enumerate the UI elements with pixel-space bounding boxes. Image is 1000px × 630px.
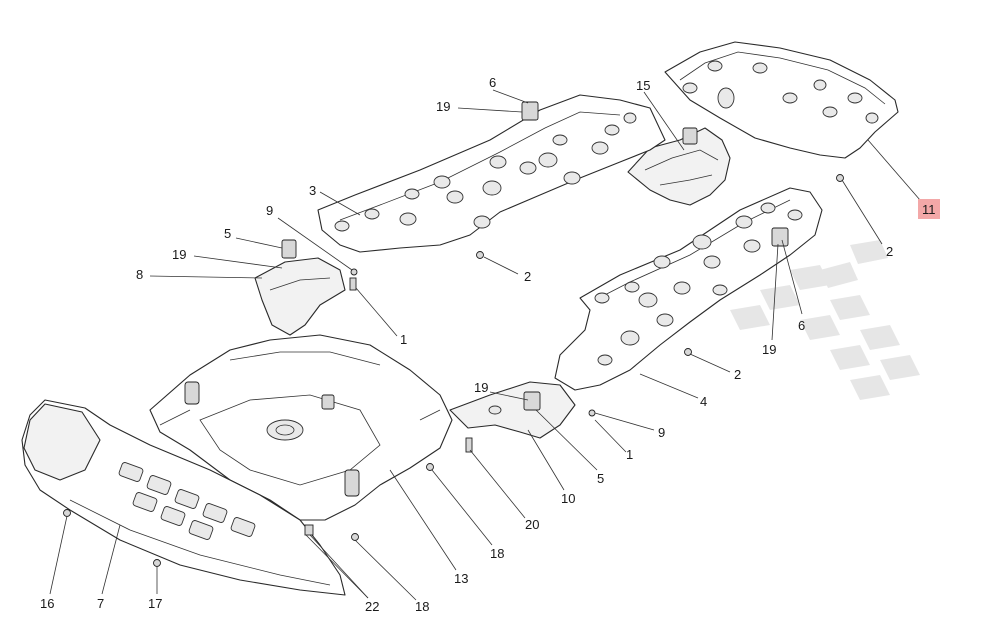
callout-20: 20 — [525, 517, 539, 532]
callout-15: 15 — [636, 78, 650, 93]
part-7-front-undertray — [21, 399, 346, 596]
callout-9-center: 9 — [658, 425, 665, 440]
callout-labels: 6 19 15 3 9 5 19 8 2 1 11 2 6 19 2 4 19 … — [40, 75, 936, 614]
callout-19-top: 19 — [436, 99, 450, 114]
callout-19-right: 19 — [762, 342, 776, 357]
callout-18-bottom: 18 — [415, 599, 429, 614]
callout-10: 10 — [561, 491, 575, 506]
callout-1-left: 1 — [400, 332, 407, 347]
callout-19-left: 19 — [172, 247, 186, 262]
part-8-bracket — [254, 239, 346, 336]
callout-6-right: 6 — [798, 318, 805, 333]
callout-3: 3 — [309, 183, 316, 198]
callout-1-center: 1 — [626, 447, 633, 462]
part-3-left-underbody-shield — [317, 94, 666, 253]
callout-9-left: 9 — [266, 203, 273, 218]
leader-lines — [49, 89, 921, 601]
callout-2-lower: 2 — [734, 367, 741, 382]
callout-22: 22 — [365, 599, 379, 614]
callout-2-right: 2 — [886, 244, 893, 259]
callout-17: 17 — [148, 596, 162, 611]
callout-16: 16 — [40, 596, 54, 611]
callout-2-center: 2 — [524, 269, 531, 284]
callout-8: 8 — [136, 267, 143, 282]
callout-5-left: 5 — [224, 226, 231, 241]
part-11-rear-shield — [664, 41, 899, 159]
callout-11: 11 — [922, 202, 936, 217]
fasteners — [63, 174, 844, 567]
callout-6-top: 6 — [489, 75, 496, 90]
callout-5-center: 5 — [597, 471, 604, 486]
callout-19-center: 19 — [474, 380, 488, 395]
checkered-background — [720, 225, 920, 400]
part-4-right-underbody-shield — [554, 187, 823, 391]
callout-13: 13 — [454, 571, 468, 586]
callout-18-center: 18 — [490, 546, 504, 561]
callout-7: 7 — [97, 596, 104, 611]
part-13-central-panel — [149, 334, 453, 521]
callout-4: 4 — [700, 394, 707, 409]
part-10-bracket — [449, 381, 576, 439]
callout-11-highlight — [918, 199, 940, 219]
